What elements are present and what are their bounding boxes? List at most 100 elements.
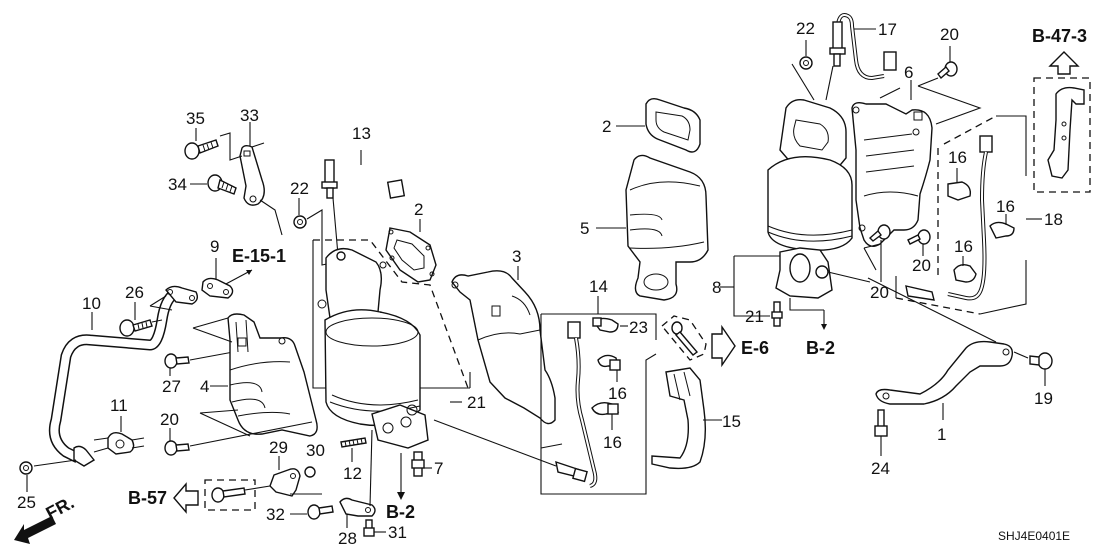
bolt-31[interactable] [363, 519, 375, 537]
nut-22-left[interactable] [293, 215, 307, 229]
ref-b-57[interactable]: B-57 [128, 488, 167, 508]
callout-8: 8 [712, 278, 721, 297]
clip-16-right-a[interactable] [947, 181, 972, 201]
stud-21-left[interactable] [411, 451, 425, 477]
callout-14: 14 [589, 277, 608, 296]
callout-6: 6 [904, 63, 913, 82]
catalytic-converter-7[interactable] [317, 247, 429, 449]
bolt-b-57[interactable] [211, 487, 246, 503]
stud-12[interactable] [340, 437, 367, 448]
bolt-e-6[interactable] [671, 321, 699, 356]
callout-5: 5 [580, 219, 589, 238]
catalytic-converter-8[interactable] [767, 98, 853, 299]
callout-29: 29 [269, 438, 288, 457]
ref-b-47-3[interactable]: B-47-3 [1032, 26, 1087, 46]
callout-2-left: 2 [414, 200, 423, 219]
callout-35: 35 [186, 109, 205, 128]
callout-2-right: 2 [602, 117, 611, 136]
callout-24: 24 [871, 459, 890, 478]
ref-b-2-right[interactable]: B-2 [806, 338, 835, 358]
callout-20-lower: 20 [870, 283, 889, 302]
nut-30[interactable] [304, 466, 316, 478]
bracket-15[interactable] [651, 367, 707, 470]
callout-23: 23 [629, 318, 648, 337]
callout-7: 21 [467, 393, 486, 412]
heat-shield-4[interactable] [227, 313, 318, 437]
ref-e-15-1[interactable]: E-15-1 [232, 246, 286, 266]
callout-15: 15 [722, 412, 741, 431]
gasket-2-right[interactable] [645, 97, 701, 153]
ref-b-2-left[interactable]: B-2 [386, 502, 415, 522]
bracket-1[interactable] [875, 340, 1014, 405]
bolt-32[interactable] [307, 504, 334, 520]
bolt-27[interactable] [164, 353, 190, 369]
callout-11: 11 [110, 396, 128, 415]
clip-16-right-b[interactable] [989, 221, 1015, 239]
flange-9[interactable] [201, 277, 234, 299]
callout-34: 34 [168, 175, 187, 194]
oxygen-sensor-18[interactable] [905, 135, 993, 301]
clip-16-upper[interactable] [597, 354, 621, 371]
callout-13: 13 [352, 124, 371, 143]
callout-20-top: 20 [940, 25, 959, 44]
callout-16-right-b: 16 [996, 197, 1015, 216]
bracket-b-47-3[interactable] [1047, 86, 1085, 179]
callout-25: 25 [17, 493, 36, 512]
bolt-20-mid[interactable] [907, 229, 931, 245]
stud-21-right[interactable] [771, 301, 783, 327]
callout-19: 19 [1034, 389, 1053, 408]
bracket-33[interactable] [239, 145, 265, 206]
oxygen-sensor-14[interactable] [555, 321, 598, 488]
callout-27: 27 [162, 377, 181, 396]
oxygen-sensor-17[interactable] [829, 13, 897, 81]
bolt-35[interactable] [184, 139, 219, 160]
callout-21-right: 21 [745, 307, 764, 326]
callout-21-left: 7 [434, 459, 443, 478]
callout-32: 32 [266, 505, 285, 524]
ref-e-6[interactable]: E-6 [741, 338, 769, 358]
clip-16-right-c[interactable] [953, 263, 977, 283]
bracket-28[interactable] [339, 497, 376, 517]
bracket-29[interactable] [269, 468, 301, 497]
callout-20-left: 20 [160, 410, 179, 429]
callout-20-mid: 20 [912, 256, 931, 275]
bolt-34[interactable] [207, 174, 237, 195]
bolt-19[interactable] [1029, 352, 1053, 370]
catalytic-converter-5[interactable] [625, 154, 709, 301]
oxygen-sensor-13[interactable] [321, 142, 406, 213]
callout-4: 4 [200, 377, 209, 396]
callout-31: 31 [388, 523, 407, 542]
callout-12: 12 [343, 464, 362, 483]
callout-18: 18 [1044, 210, 1063, 229]
bolt-20-left[interactable] [164, 440, 190, 456]
callout-17: 17 [878, 20, 897, 39]
callout-33: 33 [240, 106, 259, 125]
bolt-26[interactable] [119, 319, 153, 337]
pipe-10[interactable] [48, 285, 199, 467]
nut-22-right[interactable] [799, 56, 813, 70]
callout-16-right-c: 16 [954, 237, 973, 256]
nut-25[interactable] [19, 461, 33, 475]
callout-16-upper: 16 [608, 384, 627, 403]
bolt-20-top[interactable] [937, 61, 958, 80]
clip-23[interactable] [592, 317, 619, 333]
callout-16-lower: 16 [603, 433, 622, 452]
heat-shield-6[interactable] [851, 101, 933, 247]
callout-10: 10 [82, 294, 101, 313]
bolt-24[interactable] [874, 409, 888, 437]
callout-30: 30 [306, 441, 325, 460]
gasket-2-left[interactable] [385, 227, 437, 283]
callout-9: 9 [210, 237, 219, 256]
bolt-20-lower[interactable] [868, 224, 891, 242]
callout-22-left: 22 [290, 179, 309, 198]
clip-16-lower[interactable] [591, 401, 620, 416]
heat-shield-3[interactable] [451, 270, 556, 425]
callout-28: 28 [338, 529, 357, 548]
callout-26: 26 [125, 283, 144, 302]
callout-16-right-a: 16 [948, 148, 967, 167]
callout-22-right: 22 [796, 19, 815, 38]
diagram-code: SHJ4E0401E [998, 529, 1070, 543]
flange-11[interactable] [107, 431, 135, 455]
callout-3: 3 [512, 247, 521, 266]
